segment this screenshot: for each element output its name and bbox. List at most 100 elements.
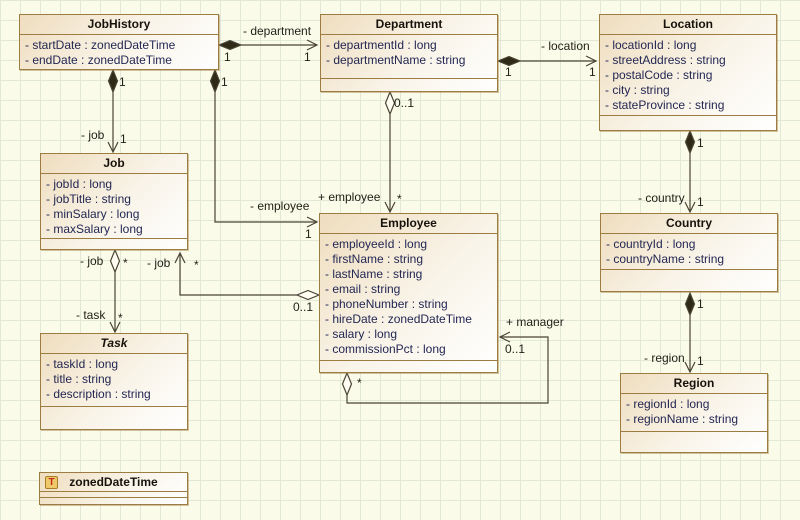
department-employee-tgt-mult: * [397, 192, 402, 206]
jobhistory-job-tgt-mult: 1 [120, 132, 127, 146]
class-task[interactable]: Task - taskId : long - title : string - … [40, 333, 188, 430]
class-title: Country [601, 214, 777, 234]
attribute: - phoneNumber : string [325, 297, 448, 311]
class-title: Task [41, 334, 187, 354]
attribute: - streetAddress : string [605, 53, 726, 67]
attribute: - countryName : string [606, 252, 725, 266]
attribute: - stateProvince : string [605, 98, 725, 112]
empty-compartment [600, 115, 776, 130]
attribute: - email : string [325, 282, 401, 296]
class-attributes: - employeeId : long - firstName : string… [320, 234, 497, 360]
empty-compartment [601, 269, 777, 291]
open-arrowhead [684, 201, 696, 214]
type-title: T zonedDateTime [40, 473, 187, 492]
employee-manager-role-label: + manager [506, 315, 564, 329]
class-location[interactable]: Location - locationId : long - streetAdd… [599, 14, 777, 131]
connector-department-employee [384, 90, 396, 214]
country-region-src-mult: 1 [697, 297, 704, 311]
jobhistory-employee-tgt-mult: 1 [305, 227, 312, 241]
department-employee-role-label: + employee [318, 190, 381, 204]
attribute: - firstName : string [325, 252, 424, 266]
employee-manager-tgt-mult: 0..1 [505, 342, 526, 356]
open-arrowhead [306, 39, 319, 51]
attribute: - salary : long [325, 327, 398, 341]
department-location-role-label: - location [541, 39, 590, 53]
connector-jobhistory-department [217, 39, 319, 51]
attribute: - regionName : string [626, 412, 739, 426]
composition-diamond [107, 68, 119, 94]
jobhistory-employee-src-mult: 1 [221, 75, 228, 89]
job-task-src-mult: * [123, 256, 128, 270]
attribute: - minSalary : long [46, 207, 140, 221]
attribute: - countryId : long [606, 237, 696, 251]
class-title: Employee [320, 214, 497, 234]
type-name: zonedDateTime [69, 475, 158, 489]
open-arrowhead [384, 201, 396, 214]
attribute: - description : string [46, 387, 151, 401]
jobhistory-job-src-mult: 1 [119, 75, 126, 89]
aggregation-diamond [341, 371, 353, 397]
connector-jobhistory-job [107, 68, 119, 154]
class-job[interactable]: Job - jobId : long - jobTitle : string -… [40, 153, 188, 250]
aggregation-diamond [109, 248, 121, 274]
attribute: - city : string [605, 83, 670, 97]
job-task-tgt-mult: * [118, 311, 123, 325]
composition-diamond [684, 291, 696, 317]
attribute: - title : string [46, 372, 112, 386]
class-employee[interactable]: Employee - employeeId : long - firstName… [319, 213, 498, 373]
open-arrowhead [684, 361, 696, 374]
class-region[interactable]: Region - regionId : long - regionName : … [620, 373, 768, 453]
class-attributes: - jobId : long - jobTitle : string - min… [41, 174, 187, 238]
composition-diamond [684, 129, 696, 155]
connector-department-location [496, 55, 598, 67]
empty-compartment [41, 406, 187, 429]
open-arrowhead [498, 331, 511, 343]
type-zoneddatetime[interactable]: T zonedDateTime [39, 472, 188, 505]
jobhistory-department-tgt-mult: 1 [304, 50, 311, 64]
open-arrowhead [306, 216, 319, 228]
type-icon: T [45, 476, 58, 489]
employee-job-tgt-mult: * [194, 258, 199, 272]
composition-diamond [209, 68, 221, 94]
country-region-tgt-mult: 1 [697, 354, 704, 368]
attribute: - postalCode : string [605, 68, 713, 82]
class-title: Job [41, 154, 187, 174]
empty-compartment [40, 497, 187, 504]
connector-location-country [684, 129, 696, 214]
class-attributes: - locationId : long - streetAddress : st… [600, 35, 776, 115]
employee-manager-src-mult: * [357, 376, 362, 390]
jobhistory-department-src-mult: 1 [224, 50, 231, 64]
open-arrowhead [107, 141, 119, 154]
employee-job-role-label: - job [147, 256, 171, 270]
department-location-tgt-mult: 1 [589, 65, 596, 79]
attribute: - commissionPct : long [325, 342, 446, 356]
employee-job-src-mult: 0..1 [293, 300, 314, 314]
class-attributes: - taskId : long - title : string - descr… [41, 354, 187, 406]
class-department[interactable]: Department - departmentId : long - depar… [320, 14, 498, 92]
class-attributes: - startDate : zonedDateTime - endDate : … [20, 35, 218, 69]
class-jobhistory[interactable]: JobHistory - startDate : zonedDateTime -… [19, 14, 219, 70]
connector-country-region [684, 291, 696, 374]
location-country-role-label: - country [638, 191, 685, 205]
location-country-src-mult: 1 [697, 136, 704, 150]
empty-compartment [41, 238, 187, 249]
class-title: Region [621, 374, 767, 394]
department-location-src-mult: 1 [505, 65, 512, 79]
empty-compartment [621, 431, 767, 452]
attribute: - departmentName : string [326, 53, 466, 67]
class-attributes: - countryId : long - countryName : strin… [601, 234, 777, 269]
aggregation-diamond [295, 289, 321, 301]
country-region-role-label: - region [644, 351, 685, 365]
location-country-tgt-mult: 1 [697, 195, 704, 209]
empty-compartment [320, 360, 497, 372]
class-attributes: - regionId : long - regionName : string [621, 394, 767, 431]
attribute: - departmentId : long [326, 38, 437, 52]
open-arrowhead [174, 251, 186, 264]
class-country[interactable]: Country - countryId : long - countryName… [600, 213, 778, 292]
job-task-src-role-label: - job [80, 254, 104, 268]
composition-diamond [217, 39, 243, 51]
attribute: - endDate : zonedDateTime [25, 53, 172, 67]
attribute: - regionId : long [626, 397, 710, 411]
attribute: - locationId : long [605, 38, 697, 52]
